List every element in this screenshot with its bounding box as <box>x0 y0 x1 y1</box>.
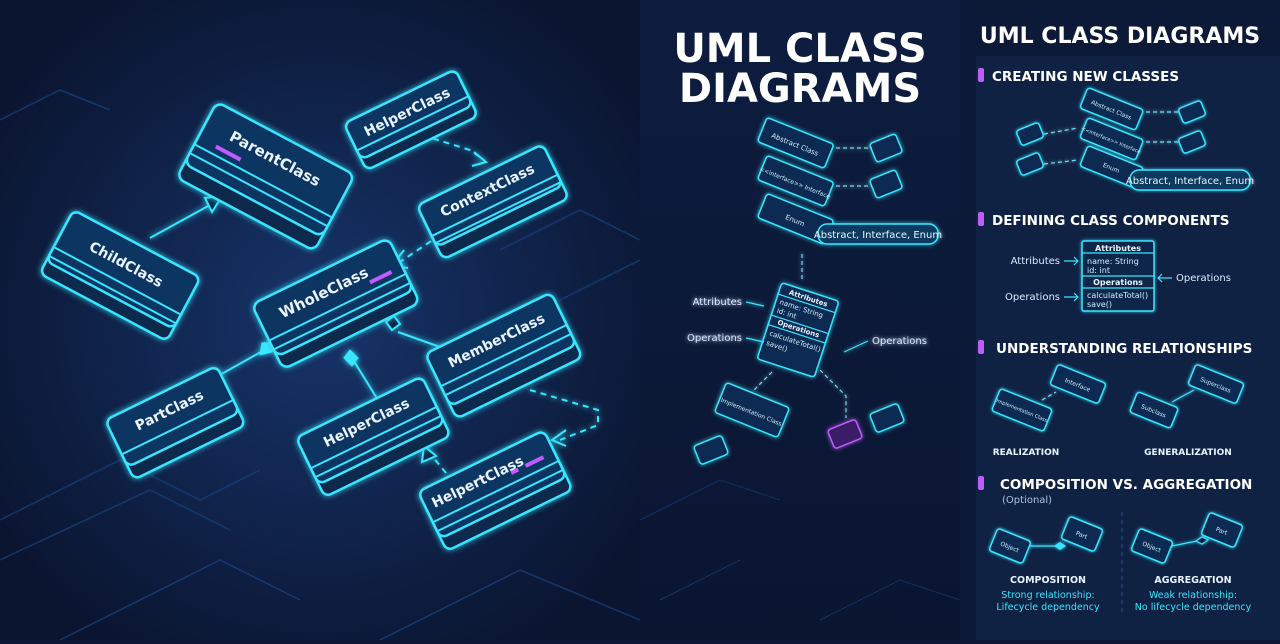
right-panel: UML CLASS DIAGRAMS CREATING NEW CLASSES … <box>960 0 1280 640</box>
s2-label-attributes: Attributes <box>1011 256 1060 267</box>
comp-part[interactable]: Part <box>1060 516 1104 552</box>
arrow-head-icon <box>549 429 567 447</box>
composition-caption: COMPOSITION <box>1010 575 1086 586</box>
generalization-caption: GENERALIZATION <box>1144 448 1232 458</box>
label-operations-right: Operations <box>872 336 927 347</box>
pointer-arrow <box>745 337 765 343</box>
section-marker <box>978 340 984 354</box>
section-3-title: UNDERSTANDING RELATIONSHIPS <box>996 341 1252 357</box>
comp-part-label: Part <box>1075 530 1089 541</box>
small-block <box>869 403 905 433</box>
section-marker <box>978 68 984 82</box>
node-part-class[interactable]: PartClass <box>105 366 245 480</box>
small-block <box>1178 100 1206 124</box>
agg-part-label: Part <box>1215 526 1229 537</box>
class-box[interactable]: Attributes name: String id: int Operatio… <box>757 282 839 378</box>
aggregation-caption: AGGREGATION <box>1154 575 1231 586</box>
title-line-1: UML CLASS <box>673 26 926 72</box>
isometric-diagram: ParentClass HelperClass ContextClass Chi… <box>0 0 641 641</box>
node-parent-class[interactable]: ParentClass <box>177 102 355 251</box>
accent-mark <box>524 455 545 468</box>
generalization-link <box>1171 389 1195 403</box>
s2-label-operations-left: Operations <box>1005 292 1060 303</box>
node-helpert-class[interactable]: HelpertClass <box>418 430 573 551</box>
edge-member-helpert <box>529 389 599 441</box>
edge-context-whole <box>399 234 441 263</box>
section-1-title: CREATING NEW CLASSES <box>992 69 1179 85</box>
s2-op-1: calculateTotal() <box>1087 291 1148 300</box>
implementation-class[interactable]: Implementation Class <box>714 382 790 438</box>
s1-badge-text: Abstract, Interface, Enum <box>1126 176 1254 187</box>
filled-diamond-icon <box>1054 542 1066 550</box>
accent-mark <box>369 270 393 285</box>
s2-op-2: save() <box>1087 300 1112 309</box>
s2-class-box[interactable] <box>1081 240 1155 312</box>
s1-badge <box>1129 169 1251 191</box>
arrow-right-icon <box>1064 292 1079 302</box>
summary-panel: UML CLASS DIAGRAMS CREATING NEW CLASSES … <box>960 0 1280 640</box>
circuit-traces <box>0 89 641 641</box>
accent-mark <box>510 467 520 475</box>
edge-helpert-helper2 <box>431 455 461 491</box>
circuit-traces <box>639 479 961 621</box>
section-2-title: DEFINING CLASS COMPONENTS <box>992 213 1230 229</box>
small-block <box>1016 152 1044 176</box>
s3-subclass[interactable]: Subclass <box>1129 391 1179 429</box>
isometric-diagram-panel: ParentClass HelperClass ContextClass Chi… <box>0 0 641 641</box>
title-line-2: DIAGRAMS <box>679 66 921 112</box>
links <box>1043 111 1180 165</box>
composition-desc-1: Strong relationship: <box>1001 590 1094 601</box>
s2-attributes-header: Attributes <box>1095 244 1141 253</box>
accent-block <box>827 419 863 449</box>
small-block <box>1178 130 1206 154</box>
label-attributes: Attributes <box>693 297 742 308</box>
section-4-title: COMPOSITION VS. AGGREGATION <box>1000 477 1252 493</box>
small-block <box>1016 122 1044 146</box>
badge <box>817 223 939 245</box>
s2-attr-2: id: int <box>1087 266 1110 275</box>
edge-child-parent <box>149 204 211 239</box>
small-block <box>869 169 903 199</box>
s2-operations-header: Operations <box>1093 278 1143 287</box>
filled-diamond-icon <box>343 349 359 367</box>
hollow-diamond-icon <box>1194 536 1210 545</box>
badge-text: Abstract, Interface, Enum <box>814 230 942 241</box>
agg-part[interactable]: Part <box>1200 512 1244 548</box>
hollow-triangle-icon <box>420 444 438 464</box>
middle-panel: UML CLASS DIAGRAMS Abstract Class <<inte… <box>639 0 961 640</box>
comp-object[interactable]: Object <box>988 528 1032 564</box>
section-marker <box>978 476 984 490</box>
section-marker <box>978 212 984 226</box>
aggregation-desc-2: No lifecycle dependency <box>1135 602 1252 613</box>
s3-interface[interactable]: Interface <box>1049 364 1107 404</box>
s3-superclass[interactable]: Superclass <box>1187 364 1245 404</box>
edge-helper-context <box>411 131 485 161</box>
s2-attr-1: name: String <box>1087 257 1139 266</box>
realization-link <box>1041 391 1057 401</box>
label-operations-left: Operations <box>687 333 742 344</box>
agg-object[interactable]: Object <box>1130 528 1174 564</box>
arrow-right-icon <box>1064 256 1079 266</box>
arrow-head-icon <box>471 151 489 167</box>
accent-mark <box>214 144 242 162</box>
right-title: UML CLASS DIAGRAMS <box>980 24 1260 49</box>
s2-label-operations-right: Operations <box>1176 273 1231 284</box>
composition-desc-2: Lifecycle dependency <box>996 602 1100 613</box>
edge-helper2-whole <box>351 357 379 401</box>
node-member-class[interactable]: MemberClass <box>425 293 582 419</box>
pointer-arrow <box>745 301 765 307</box>
section-4-subtitle: (Optional) <box>1002 495 1052 506</box>
small-block <box>693 435 729 465</box>
aggregation-desc-1: Weak relationship: <box>1149 590 1237 601</box>
link <box>751 371 773 393</box>
link <box>819 369 847 418</box>
node-helper-class-bottom[interactable]: HelperClass <box>296 376 451 497</box>
small-block <box>869 133 903 163</box>
middle-diagram: UML CLASS DIAGRAMS Abstract Class <<inte… <box>639 0 961 640</box>
s1-abstract[interactable]: Abstract Class <box>1079 87 1144 131</box>
pointer-arrow <box>843 340 869 353</box>
arrow-left-icon <box>1157 273 1172 283</box>
realization-caption: REALIZATION <box>993 448 1060 458</box>
